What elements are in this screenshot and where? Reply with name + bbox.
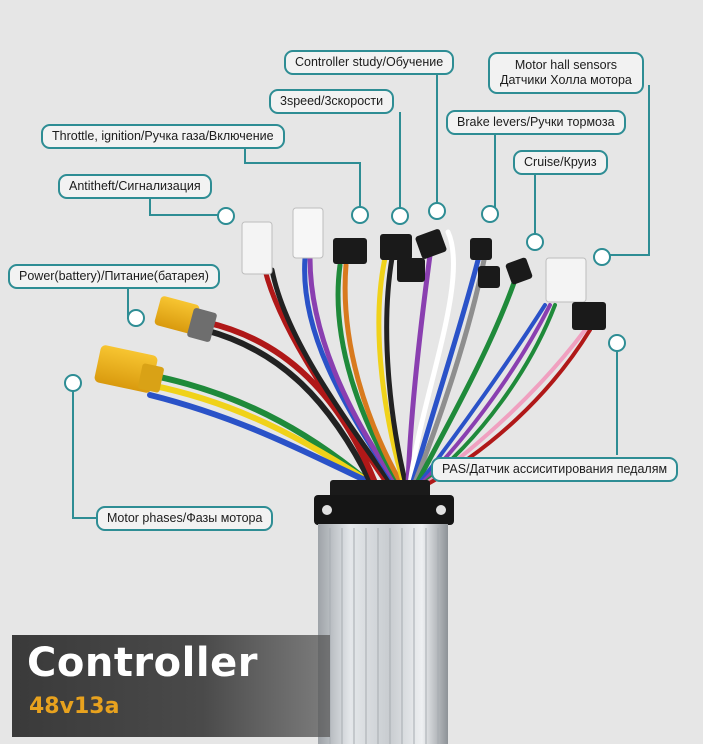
label-cruise: Cruise/Круиз: [513, 150, 608, 175]
dot-throttle: [351, 206, 369, 224]
wire-bundle: [147, 229, 592, 493]
label-controller-study: Controller study/Обучение: [284, 50, 455, 75]
dot-controller-study: [428, 202, 446, 220]
speed-connector: [333, 238, 367, 264]
title-main: Controller: [27, 640, 258, 686]
hall-connector: [545, 257, 587, 303]
dot-antitheft: [217, 207, 235, 225]
dot-hall: [593, 248, 611, 266]
title-sub: 48v13a: [29, 694, 120, 719]
black-connector-1: [415, 229, 447, 259]
title-banner: [12, 635, 330, 737]
throttle-connector: [241, 221, 273, 275]
study-connector: [380, 234, 412, 260]
pas-connector: [572, 302, 606, 330]
dot-brake: [481, 205, 499, 223]
dot-cruise: [526, 233, 544, 251]
target-dots: [64, 202, 626, 392]
dot-power: [127, 309, 145, 327]
label-motor-phases: Motor phases/Фазы мотора: [96, 506, 274, 531]
label-throttle-ignition: Throttle, ignition/Ручка газа/Включение: [41, 124, 285, 149]
dot-motor-phases: [64, 374, 82, 392]
controller-box: [314, 480, 454, 744]
connectors: [94, 207, 606, 393]
label-pas: PAS/Датчик ассиситирования педалям: [431, 457, 679, 482]
motor-phase-connector: [94, 345, 164, 393]
dot-pas: [608, 334, 626, 352]
label-power-battery: Power(battery)/Питание(батарея): [8, 264, 220, 289]
black-connector-2: [397, 258, 425, 282]
label-3speed: 3speed/3скорости: [269, 89, 395, 114]
brake-connector-3: [505, 257, 533, 285]
dot-3speed: [391, 207, 409, 225]
antitheft-connector: [292, 207, 324, 259]
label-antitheft: Antitheft/Сигнализация: [58, 174, 212, 199]
label-brake-levers: Brake levers/Ручки тормоза: [446, 110, 626, 135]
label-motor-hall-sensors: Motor hall sensors Датчики Холла мотора: [488, 52, 644, 94]
brake-connector-2: [478, 266, 500, 288]
power-connector: [154, 296, 217, 342]
brake-connector-1: [470, 238, 492, 260]
